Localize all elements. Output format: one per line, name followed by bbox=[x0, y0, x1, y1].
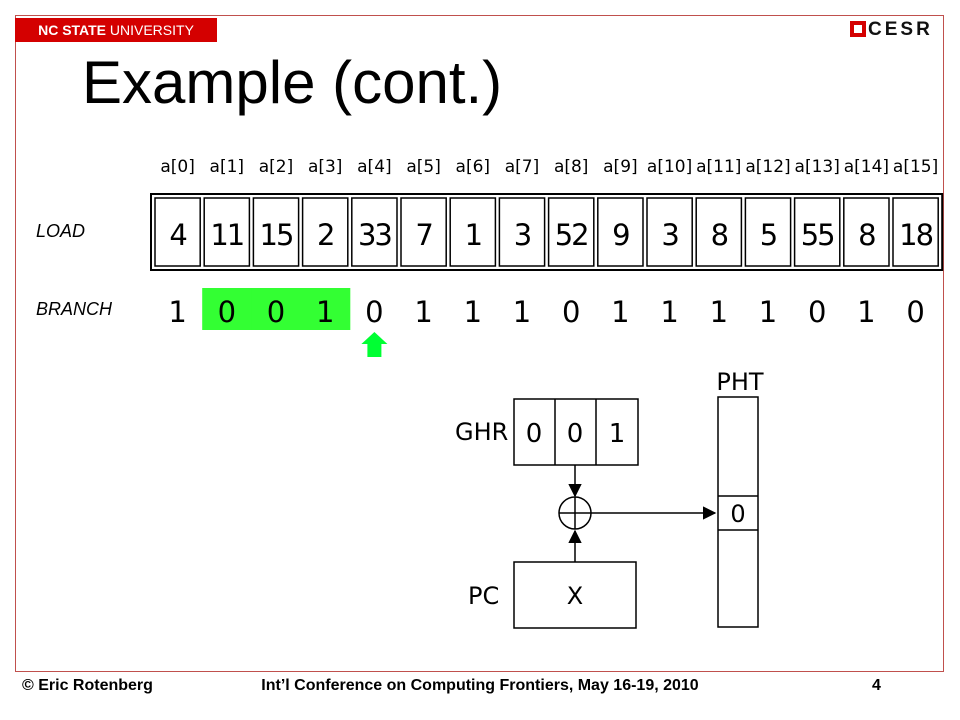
load-cell bbox=[892, 197, 939, 267]
branch-row-label: BRANCH bbox=[36, 299, 113, 319]
branch-value: 0 bbox=[267, 295, 285, 329]
load-value: 8 bbox=[711, 218, 728, 252]
branch-value: 0 bbox=[365, 295, 383, 329]
branch-value: 1 bbox=[168, 295, 186, 329]
load-cell bbox=[203, 197, 251, 267]
load-cell bbox=[252, 197, 300, 267]
branch-value: 1 bbox=[759, 295, 777, 329]
slide-title: Example (cont.) bbox=[82, 49, 503, 116]
branch-value: 1 bbox=[316, 295, 334, 329]
array-index-label: a[12] bbox=[745, 157, 790, 177]
load-value: 11 bbox=[210, 218, 243, 252]
load-cell bbox=[695, 197, 743, 267]
array-index-label: a[1] bbox=[210, 157, 245, 177]
page-number: 4 bbox=[872, 677, 881, 694]
footer-author: © Eric Rotenberg bbox=[22, 677, 153, 694]
load-cell bbox=[449, 197, 497, 267]
load-value: 3 bbox=[514, 218, 531, 252]
cesr-logo-text: CESR bbox=[868, 19, 933, 40]
array-index-label: a[0] bbox=[160, 157, 195, 177]
load-value: 18 bbox=[899, 218, 932, 252]
load-cell bbox=[793, 197, 841, 267]
array-index-label: a[9] bbox=[603, 157, 638, 177]
load-cell bbox=[498, 197, 546, 267]
load-cell bbox=[646, 197, 693, 267]
ghr-bit: 0 bbox=[526, 419, 543, 449]
up-arrow-icon bbox=[361, 332, 388, 357]
ghr-register bbox=[513, 398, 639, 466]
branch-value: 1 bbox=[464, 295, 482, 329]
array-index-label: a[5] bbox=[406, 157, 441, 177]
pht-table bbox=[717, 396, 759, 628]
slide-frame bbox=[15, 15, 944, 672]
load-value: 2 bbox=[317, 218, 333, 252]
branch-value: 0 bbox=[562, 295, 580, 329]
university-name-light: UNIVERSITY bbox=[109, 22, 194, 38]
pc-label: PC bbox=[468, 582, 499, 610]
array-index-label: a[3] bbox=[308, 157, 343, 177]
footer-conference: Int’l Conference on Computing Frontiers,… bbox=[261, 677, 699, 694]
load-value: 55 bbox=[801, 218, 834, 252]
load-value: 8 bbox=[858, 218, 875, 252]
load-value: 4 bbox=[169, 218, 186, 252]
branch-value: 1 bbox=[611, 295, 629, 329]
array-index-label: a[13] bbox=[795, 157, 840, 177]
cesr-logo: CESR bbox=[850, 19, 933, 41]
branch-value: 1 bbox=[710, 295, 728, 329]
pc-value: X bbox=[567, 582, 583, 610]
branch-value: 1 bbox=[513, 295, 531, 329]
pc-register bbox=[513, 561, 637, 629]
branch-value: 1 bbox=[660, 295, 678, 329]
load-cell bbox=[744, 197, 792, 267]
ghr-bit: 0 bbox=[567, 419, 584, 449]
load-cell bbox=[154, 197, 201, 267]
pht-label: PHT bbox=[716, 368, 764, 396]
load-value: 15 bbox=[260, 218, 293, 252]
array-index-label: a[11] bbox=[696, 157, 741, 177]
branch-value: 0 bbox=[218, 295, 236, 329]
array-index-label: a[10] bbox=[647, 157, 692, 177]
branch-history-highlight bbox=[251, 288, 302, 330]
array-index-label: a[6] bbox=[456, 157, 491, 177]
load-value: 33 bbox=[358, 218, 391, 252]
branch-value: 1 bbox=[857, 295, 875, 329]
array-index-label: a[15] bbox=[893, 157, 938, 177]
load-value: 5 bbox=[760, 218, 776, 252]
array-index-label: a[2] bbox=[259, 157, 294, 177]
branch-value: 0 bbox=[906, 295, 924, 329]
load-value: 9 bbox=[612, 218, 629, 252]
university-name-bold: NC STATE bbox=[38, 22, 106, 38]
load-cell bbox=[301, 197, 349, 267]
array-index-label: a[7] bbox=[505, 157, 540, 177]
load-cell bbox=[843, 197, 890, 267]
load-cell bbox=[597, 197, 644, 267]
branch-history-highlight bbox=[202, 288, 252, 330]
load-cell bbox=[547, 197, 595, 267]
ghr-bit: 1 bbox=[609, 419, 626, 449]
load-cell bbox=[351, 197, 398, 267]
ghr-label: GHR bbox=[455, 418, 508, 446]
branch-value: 0 bbox=[808, 295, 826, 329]
load-value: 1 bbox=[465, 218, 481, 252]
load-value: 7 bbox=[415, 218, 431, 252]
branch-history-highlight bbox=[300, 288, 351, 330]
array-index-label: a[8] bbox=[554, 157, 589, 177]
load-cell bbox=[400, 197, 447, 267]
pht-entry: 0 bbox=[730, 500, 745, 528]
load-value: 3 bbox=[661, 218, 678, 252]
load-value: 52 bbox=[555, 218, 588, 252]
cesr-logo-mark bbox=[850, 21, 866, 37]
branch-value: 1 bbox=[414, 295, 432, 329]
load-row-label: LOAD bbox=[36, 221, 86, 241]
university-logo: NC STATE UNIVERSITY bbox=[15, 18, 217, 42]
array-index-label: a[4] bbox=[357, 157, 392, 177]
array-index-label: a[14] bbox=[844, 157, 889, 177]
